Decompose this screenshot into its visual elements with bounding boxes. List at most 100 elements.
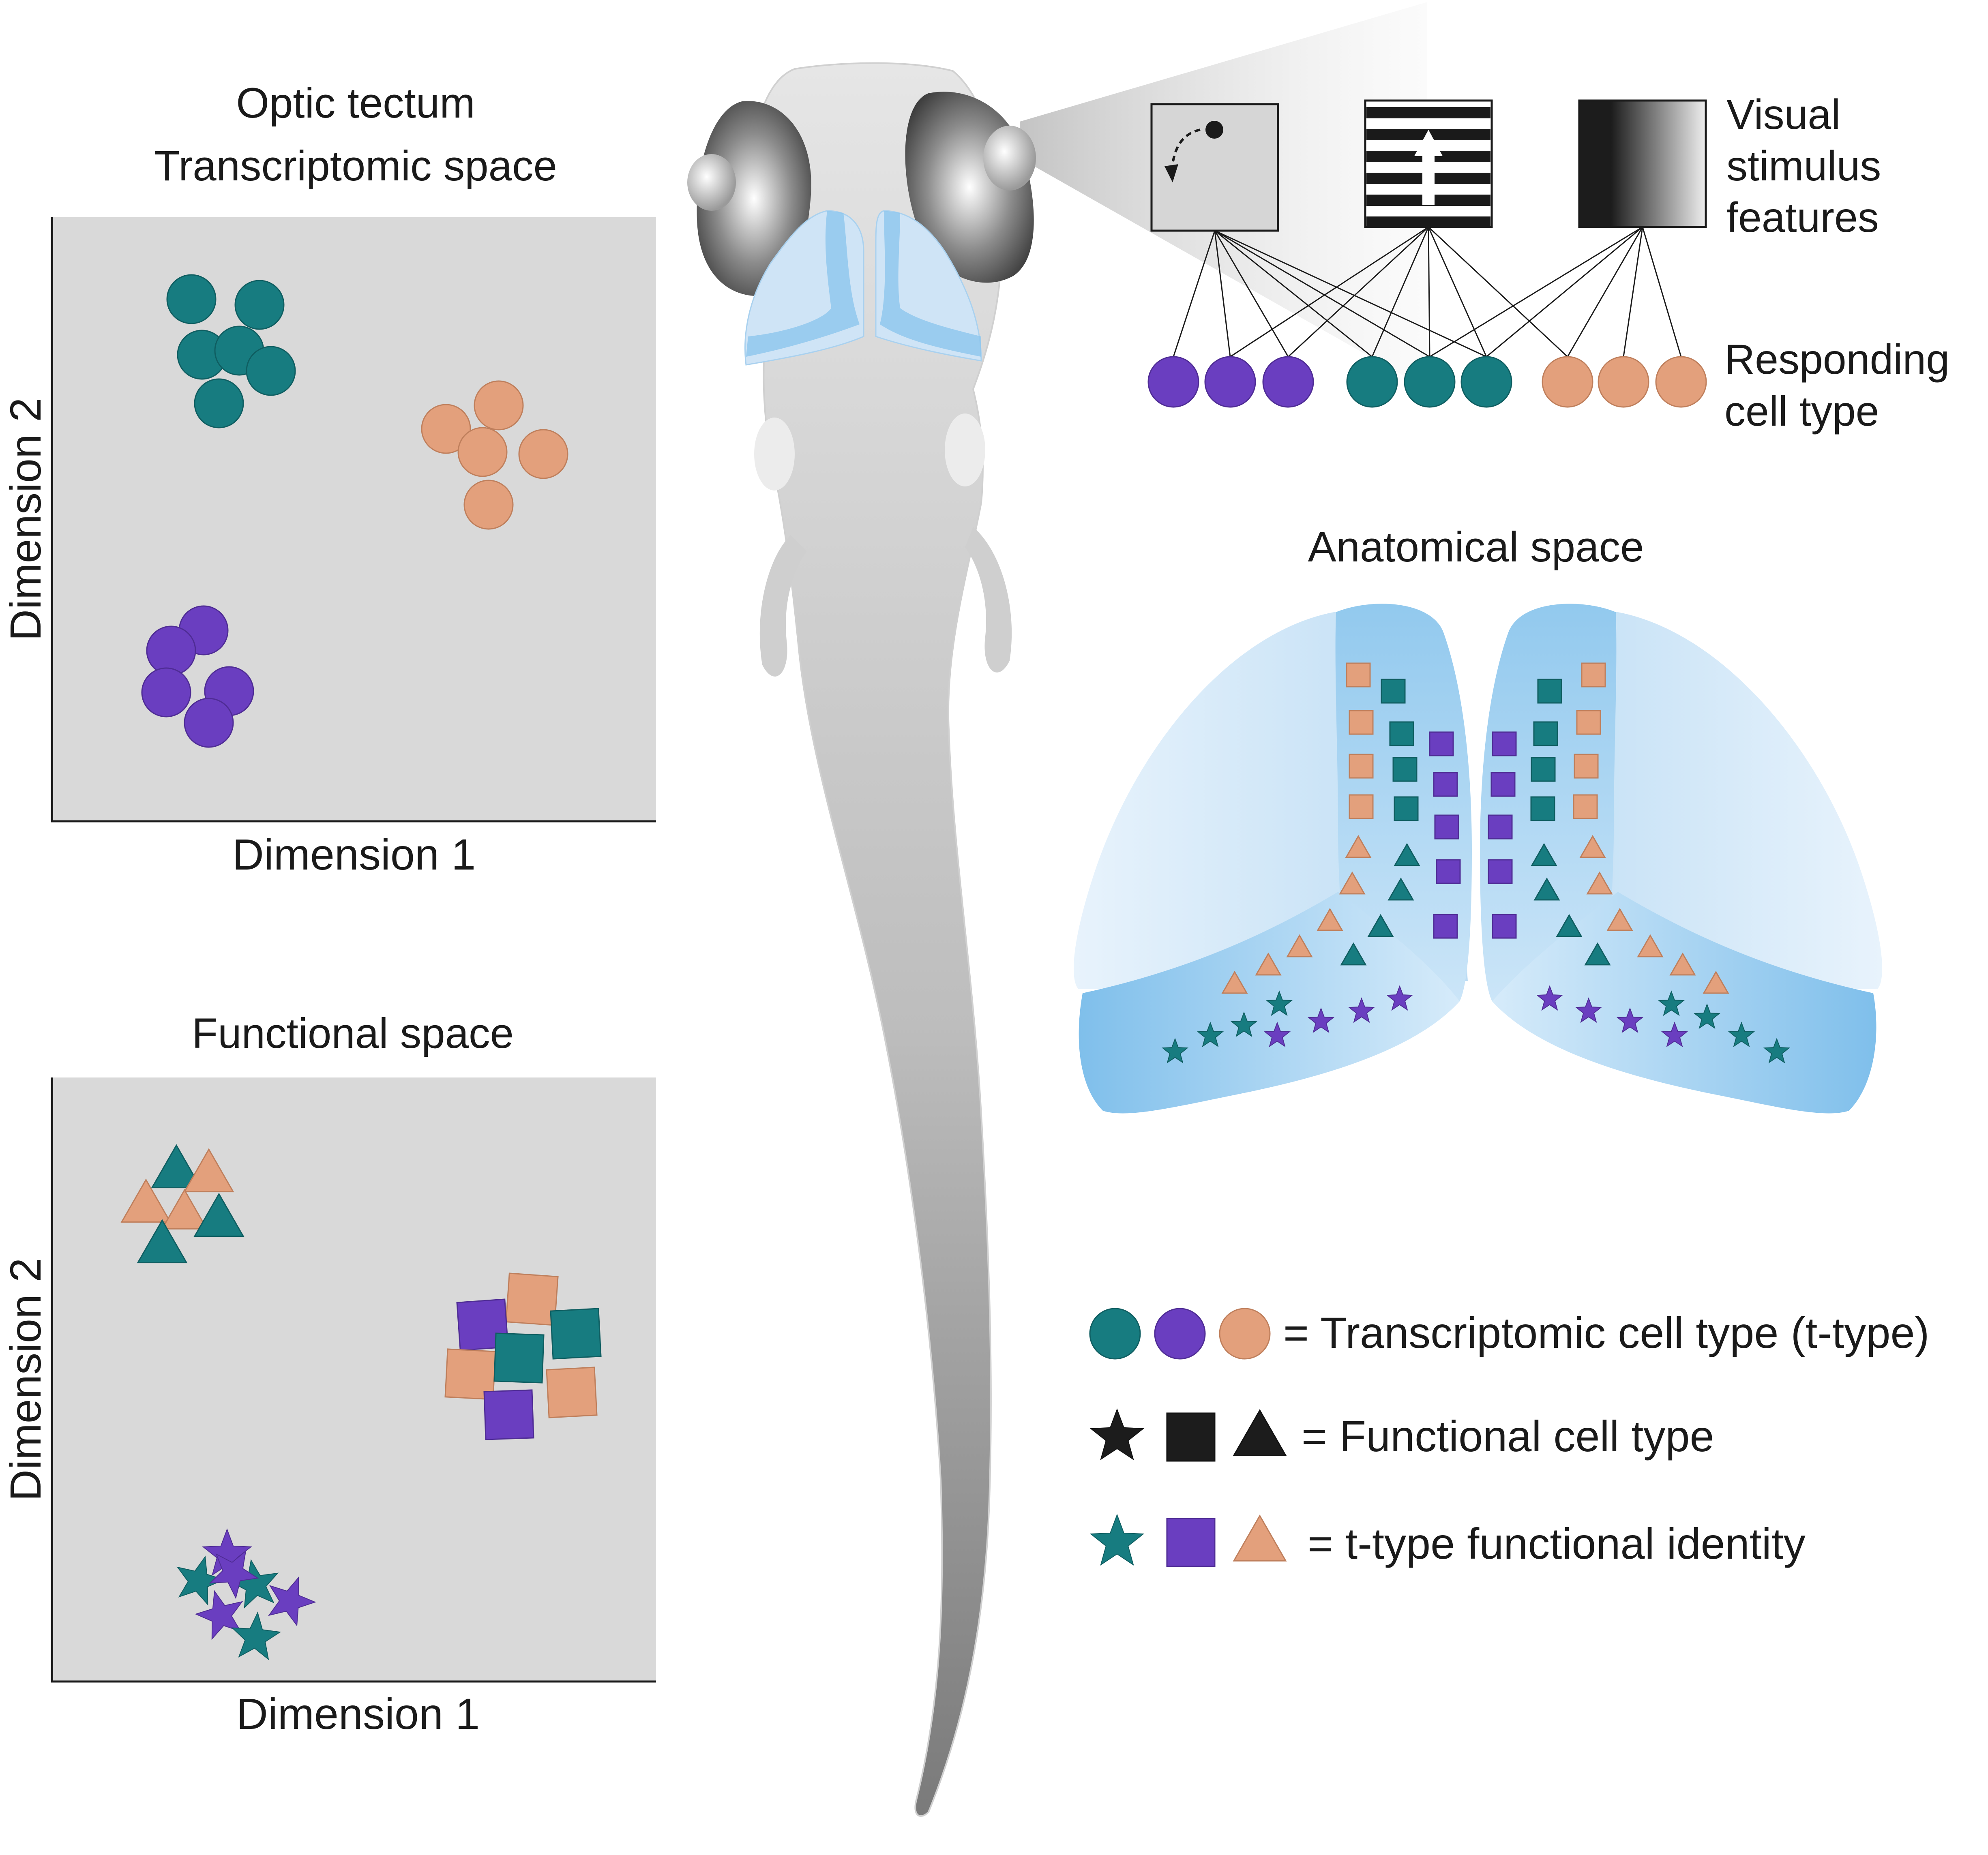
anatomical-peach-square	[1574, 754, 1599, 779]
functional-space-panel: Functional space Dimension 1 Dimension 2	[1, 1010, 656, 1738]
anatomical-purple-square	[1433, 772, 1458, 797]
transcriptomic-axes	[51, 217, 656, 823]
larva-body	[753, 62, 1003, 1817]
anatomical-purple-star	[1263, 1022, 1291, 1047]
anatomical-peach-triangle	[1221, 970, 1248, 994]
stimulus-label-line3: features	[1726, 194, 1879, 241]
visual-stimuli: Visual stimulus features	[1150, 91, 1881, 241]
legend-teal-circle	[1089, 1308, 1141, 1360]
connection-line	[1173, 230, 1216, 357]
anatomical-teal-triangle	[1531, 843, 1557, 866]
legend-peach-circle	[1219, 1308, 1271, 1360]
purple-cell-point	[146, 625, 196, 676]
teal-cell-point	[166, 274, 217, 324]
connection-line	[1214, 230, 1231, 357]
peach-triangle-point	[183, 1148, 234, 1193]
connection-line	[1428, 227, 1487, 357]
legend-teal-star	[1089, 1514, 1145, 1566]
anatomical-title: Anatomical space	[1308, 523, 1644, 571]
responding-purple-cell	[1262, 356, 1314, 408]
anatomical-teal-star	[1693, 1003, 1721, 1029]
anatomical-purple-star	[1661, 1022, 1688, 1047]
connection-line	[1214, 230, 1289, 357]
anatomical-teal-star	[1728, 1022, 1755, 1047]
anatomical-peach-triangle	[1345, 835, 1372, 858]
anatomical-purple-square	[1434, 814, 1459, 840]
connection-line	[1486, 226, 1643, 358]
anatomical-peach-square	[1581, 662, 1606, 688]
transcriptomic-ylabel: Dimension 2	[1, 398, 50, 641]
purple-cell-point	[184, 698, 234, 748]
connection-line	[1214, 230, 1373, 358]
peach-cell-point	[421, 404, 471, 454]
functional-axes	[51, 1077, 656, 1683]
anatomical-teal-square	[1530, 796, 1555, 821]
connection-line	[1567, 227, 1643, 357]
peach-cell-point	[474, 380, 524, 431]
responding-label-line1: Responding	[1724, 336, 1949, 383]
anatomical-peach-square	[1349, 710, 1374, 735]
anatomical-peach-square	[1573, 794, 1598, 819]
legend-row2-text: = Functional cell type	[1302, 1412, 1714, 1461]
responding-peach-cell	[1542, 356, 1593, 408]
responding-peach-cell	[1598, 356, 1649, 408]
functional-ylabel: Dimension 2	[1, 1258, 50, 1501]
anatomical-purple-star	[1386, 985, 1413, 1011]
purple-star-point	[195, 1590, 243, 1640]
legend-purple-square	[1166, 1518, 1216, 1567]
anatomical-teal-triangle	[1340, 942, 1367, 966]
right-otic-vesicle	[945, 413, 985, 486]
connection-line	[1623, 227, 1643, 357]
right-pectoral-fin	[965, 527, 1012, 673]
anatomical-peach-triangle	[1586, 871, 1613, 895]
teal-triangle-point	[137, 1219, 188, 1264]
transcriptomic-title-line2: Transcriptomic space	[154, 142, 557, 190]
legend-black-triangle	[1233, 1409, 1287, 1456]
responding-teal-cell	[1460, 356, 1512, 408]
connection-line	[1230, 226, 1429, 358]
legend-black-star	[1089, 1408, 1145, 1461]
anatomical-teal-triangle	[1388, 877, 1414, 901]
legend-peach-triangle	[1233, 1514, 1287, 1562]
anatomical-teal-star	[1161, 1038, 1189, 1064]
transcriptomic-title-line1: Optic tectum	[236, 79, 475, 127]
peach-triangle-point	[161, 1189, 208, 1230]
peach-square-point	[546, 1367, 598, 1418]
responding-teal-cell	[1404, 356, 1456, 408]
transcriptomic-plot-area	[52, 217, 656, 821]
anatomical-purple-star	[1575, 997, 1602, 1023]
legend-purple-circle	[1154, 1308, 1206, 1360]
teal-star-point	[231, 1611, 281, 1660]
legend-black-square	[1166, 1412, 1216, 1462]
connection-line	[1428, 226, 1568, 358]
transcriptomic-space-panel: Optic tectum Transcriptomic space Dimens…	[1, 79, 656, 879]
anatomical-purple-square	[1492, 914, 1517, 939]
anatomical-peach-triangle	[1579, 835, 1606, 858]
teal-cell-point	[194, 378, 244, 428]
anatomical-teal-square	[1392, 757, 1418, 782]
anatomical-teal-square	[1381, 679, 1406, 704]
transcriptomic-xlabel: Dimension 1	[232, 830, 476, 879]
responding-purple-cell	[1204, 356, 1256, 408]
looming-dot-stimulus	[1150, 103, 1279, 232]
teal-cell-point	[234, 280, 285, 330]
stimulus-label-line2: stimulus	[1726, 143, 1881, 190]
anatomical-peach-triangle	[1339, 871, 1366, 895]
anatomical-peach-square	[1346, 662, 1371, 688]
anatomical-teal-square	[1394, 796, 1419, 821]
responding-purple-cell	[1147, 356, 1199, 408]
connection-line	[1214, 230, 1487, 358]
dark-light-gradient-stimulus	[1578, 99, 1707, 228]
anatomical-peach-triangle	[1317, 908, 1343, 931]
peach-cell-point	[463, 480, 514, 530]
anatomical-teal-square	[1537, 679, 1562, 704]
anatomical-teal-star	[1658, 990, 1685, 1016]
anatomical-peach-triangle	[1703, 970, 1729, 994]
peach-cell-point	[457, 427, 508, 477]
anatomical-purple-star	[1307, 1007, 1335, 1033]
brain-tectum-right-neuropil	[880, 211, 981, 357]
anatomical-teal-star	[1763, 1038, 1791, 1064]
anatomical-peach-triangle	[1286, 934, 1313, 957]
legend: = Transcriptomic cell type (t-type) = Fu…	[1089, 1308, 1929, 1568]
connection-line	[1429, 226, 1643, 358]
